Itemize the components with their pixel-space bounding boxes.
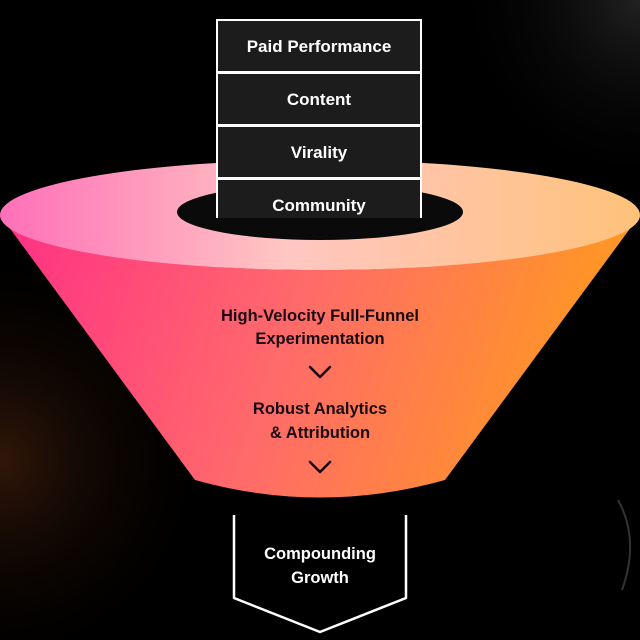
stack-label-virality: Virality: [291, 143, 348, 162]
stack-box-open-bottom: [216, 178, 422, 218]
stage-text-line1: High-Velocity Full-Funnel: [221, 307, 419, 325]
chevron-down-icon: [308, 365, 332, 379]
stack-box: [216, 125, 422, 179]
output-arrow-outline: [232, 515, 408, 634]
chevron-down-icon: [308, 460, 332, 474]
stack-item-paid-performance: Paid Performance: [216, 19, 422, 73]
background-arc-decoration: [617, 499, 631, 591]
stack-label-paid-performance: Paid Performance: [247, 37, 392, 56]
stage-text-line2: Experimentation: [255, 330, 384, 348]
stack-label-community: Community: [272, 196, 366, 215]
stage-text-line1: Robust Analytics: [253, 400, 387, 418]
output-text-line1: Compounding: [264, 545, 376, 563]
stack-item-virality: Virality: [216, 125, 422, 179]
stage-text-line2: & Attribution: [270, 424, 370, 442]
stack-label-content: Content: [287, 90, 352, 109]
stack-box: [216, 19, 422, 73]
funnel-body: [0, 215, 640, 498]
funnel-stage-experimentation: High-Velocity Full-Funnel Experimentatio…: [221, 307, 419, 348]
stack-box: [216, 72, 422, 126]
funnel-stage-analytics: Robust Analytics & Attribution: [253, 400, 387, 442]
output-arrow: Compounding Growth: [232, 515, 408, 634]
stack-item-community: Community: [216, 178, 422, 218]
output-text-line2: Growth: [291, 569, 349, 587]
stack-item-content: Content: [216, 72, 422, 126]
channel-stack: Paid Performance Content Virality Commun…: [216, 19, 422, 218]
